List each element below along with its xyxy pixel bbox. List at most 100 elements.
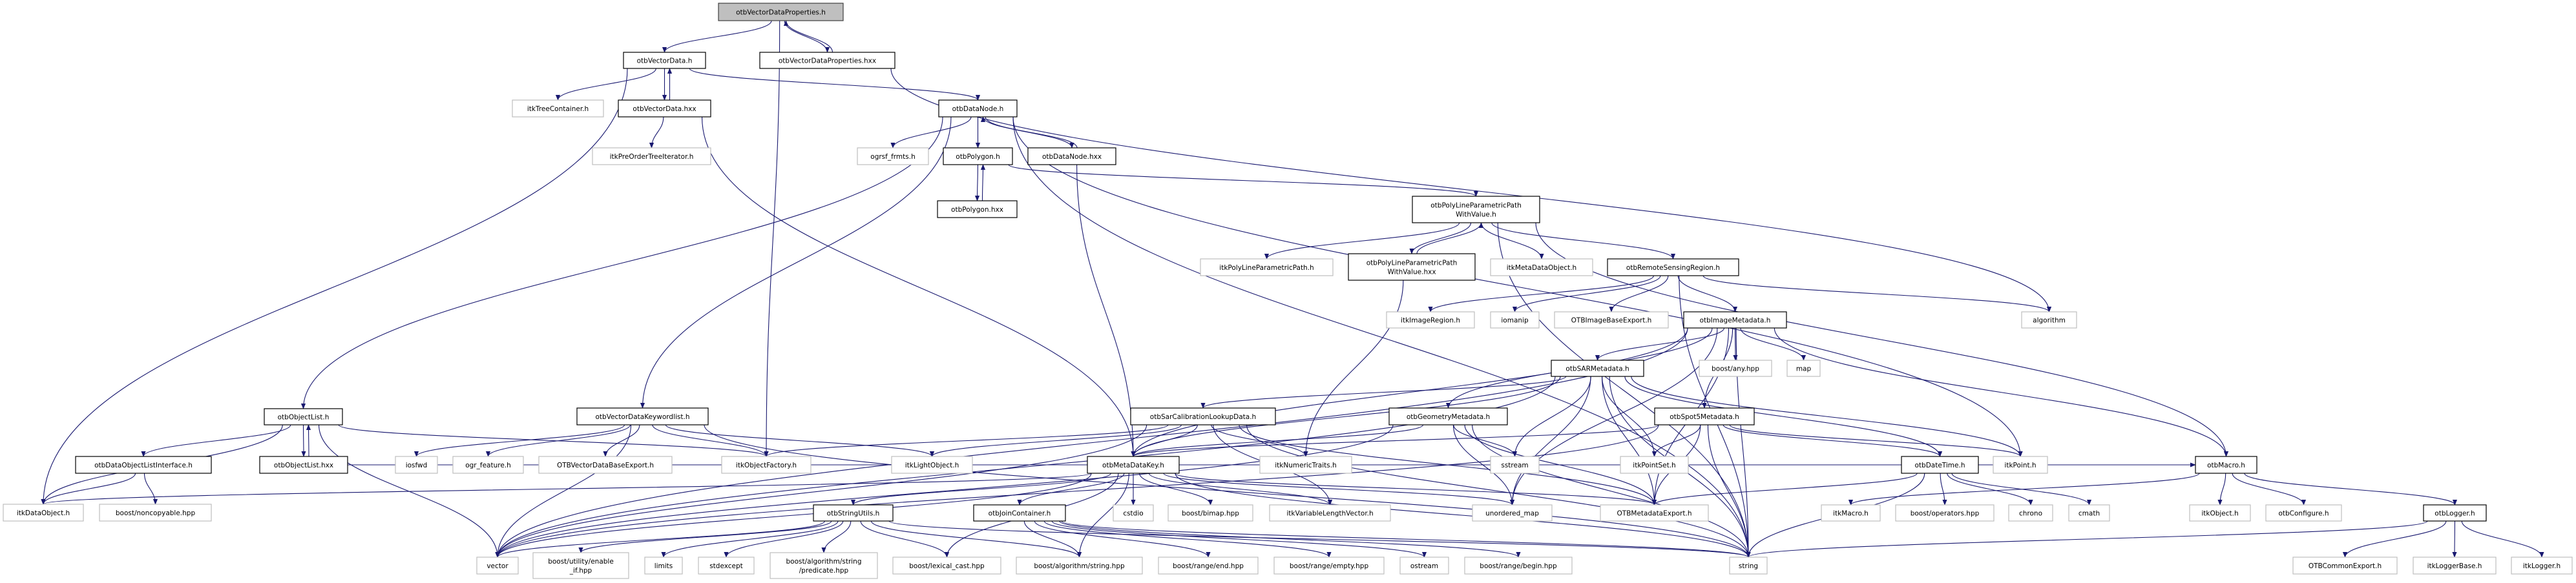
node-label-line: otbSarCalibrationLookupData.h [1150,413,1256,421]
edge-sar-to-sarcal [1200,376,1567,409]
node-box [1027,147,1116,165]
node-box [973,504,1066,522]
node-label-line: _if.hpp [569,567,592,575]
node-label-line: itkTreeContainer.h [527,105,589,113]
node-box [937,200,1018,218]
node-label-line: itkMetaDataObject.h [1507,264,1576,272]
node-otbvectordata-h[interactable]: otbVectorData.h [623,52,706,69]
node-label-line: otbPolyLineParametricPath [1367,260,1458,267]
node-otbimagemetadata-h[interactable]: otbImageMetadata.h [1683,311,1787,329]
node-label-line: itkLoggerBase.h [2427,562,2482,570]
node-label: stdexcept [709,562,743,570]
edge-mdk-to-bimap [1139,473,1213,506]
edge-sarcal-to-numt [1211,424,1308,457]
edge-mdk-to-vlv [1148,473,1332,506]
edge-dn-to-ol [300,116,943,409]
node-box [1683,311,1787,329]
node-chrono: chrono [2008,504,2053,522]
node-otbsarcalibrationlookupdata-h[interactable]: otbSarCalibrationLookupData.h [1130,407,1276,425]
node-otbspot5metadata-h[interactable]: otbSpot5Metadata.h [1654,407,1755,425]
edge-ol-to-doli [141,424,291,457]
edge-spot5-to-ptset [1651,424,1701,457]
node-box [1412,196,1540,223]
node-otbmetadatakey-h[interactable]: otbMetaDataKey.h [1087,456,1180,474]
edges-layer [41,20,2544,558]
node-label-line: otbPolygon.hxx [951,206,1003,214]
node-otbpolygon-h[interactable]: otbPolygon.h [943,147,1013,165]
node-label: cstdio [1123,510,1143,518]
node-box [1399,557,1449,575]
node-itkpointset-h: itkPointSet.h [1620,456,1689,474]
node-label: cmath [2079,510,2100,518]
node-otbvectordata-hxx[interactable]: otbVectorData.hxx [618,99,711,118]
node-otbjoincontainer-h[interactable]: otbJoinContainer.h [973,504,1066,522]
node-otbvectordataproperties-h[interactable]: otbVectorDataProperties.h [718,3,844,21]
node-otbdatanode-hxx[interactable]: otbDataNode.hxx [1027,147,1116,165]
node-box [1729,557,1768,575]
edge-imd-to-vector [495,327,1688,558]
node-box [1607,258,1739,276]
node-box [1388,407,1508,425]
edge-logger-to-itklogger [2461,520,2544,558]
node-otbsarmetadata-h[interactable]: otbSARMetadata.h [1551,360,1644,377]
edge-spot5-to-vector [495,424,1659,558]
node-label-line: itkObject.h [2201,510,2238,518]
node-otbgeometrymetadata-h[interactable]: otbGeometryMetadata.h [1388,407,1508,425]
node-label-line: iomanip [1501,317,1529,325]
node-label: itkDataObject.h [17,509,70,517]
edge-ol-to-objf [338,424,769,457]
edge-jc-to-rbegin [1059,520,1521,558]
node-otbpolygon-hxx[interactable]: otbPolygon.hxx [937,200,1018,218]
node-otbobjectlist-hxx[interactable]: otbObjectList.hxx [259,456,348,474]
edge-plpx-to-plp [1416,222,1484,254]
node-itkmacro-h: itkMacro.h [1821,504,1881,522]
edge-logger-to-commonexp [2342,520,2447,558]
node-label: otbMacro.h [2207,462,2245,469]
node-itkpoint-h: itkPoint.h [1993,456,2048,474]
node-label: otbVectorDataKeywordlist.h [596,413,690,421]
edge-geom-to-mdk [1131,424,1424,457]
node-label-line: otbConfigure.h [2278,510,2329,518]
node-box [1269,504,1391,522]
node-label: itkTreeContainer.h [527,105,589,113]
node-itknumerictraits-h: itkNumericTraits.h [1259,456,1352,474]
node-box [1901,456,1979,474]
node-otbdataobjectlistinterface-h[interactable]: otbDataObjectListInterface.h [75,456,212,474]
node-map: map [1786,360,1821,377]
edge-sar-to-ptset [1601,376,1657,457]
node-otbremotesensingregion-h[interactable]: otbRemoteSensingRegion.h [1607,258,1739,276]
node-otbstringutils-h[interactable]: otbStringUtils.h [813,504,894,522]
node-box [1654,407,1755,425]
node-label: itkNumericTraits.h [1275,462,1336,469]
node-label: boost/lexical_cast.hpp [909,562,985,570]
edge-macro-to-itkobj [2217,473,2226,506]
node-label: otbVectorData.hxx [633,105,696,113]
edge-vdk-to-string [704,424,1751,558]
node-boost-operators-hpp: boost/operators.hpp [1895,504,1995,522]
node-otblogger-h[interactable]: otbLogger.h [2423,504,2487,522]
node-label: itkVariableLengthVector.h [1286,510,1373,518]
node-otbvectordatakeywordlist-h[interactable]: otbVectorDataKeywordlist.h [576,407,709,425]
node-label-line: OTBImageBaseExport.h [1571,317,1652,325]
node-otbvectordataproperties-hxx[interactable]: otbVectorDataProperties.hxx [759,52,895,69]
node-box [1200,258,1334,276]
node-otbobjectlist-h[interactable]: otbObjectList.h [264,408,343,425]
node-label: itkLogger.h [2523,562,2560,570]
node-otbmacro-h[interactable]: otbMacro.h [2195,456,2257,474]
node-otbimagebaseexport-h: OTBImageBaseExport.h [1554,311,1669,329]
node-label: ogrsf_frmts.h [870,153,915,161]
node-ogr-feature-h: ogr_feature.h [452,456,524,474]
node-otbdatetime-h[interactable]: otbDateTime.h [1901,456,1979,474]
node-otbdatanode-h[interactable]: otbDataNode.h [938,99,1018,118]
node-box [532,552,629,579]
node-label-line: otbDataObjectListInterface.h [94,462,193,469]
edge-su-to-algstr [870,520,1082,558]
node-label-line: ostream [1410,562,1438,570]
edge-vd-to-tree [555,68,656,101]
edge-rsr-to-imgreg [1428,275,1655,312]
node-label-line: unordered_map [1485,510,1539,518]
node-label: otbVectorDataProperties.hxx [779,57,876,65]
node-box [1087,456,1180,474]
